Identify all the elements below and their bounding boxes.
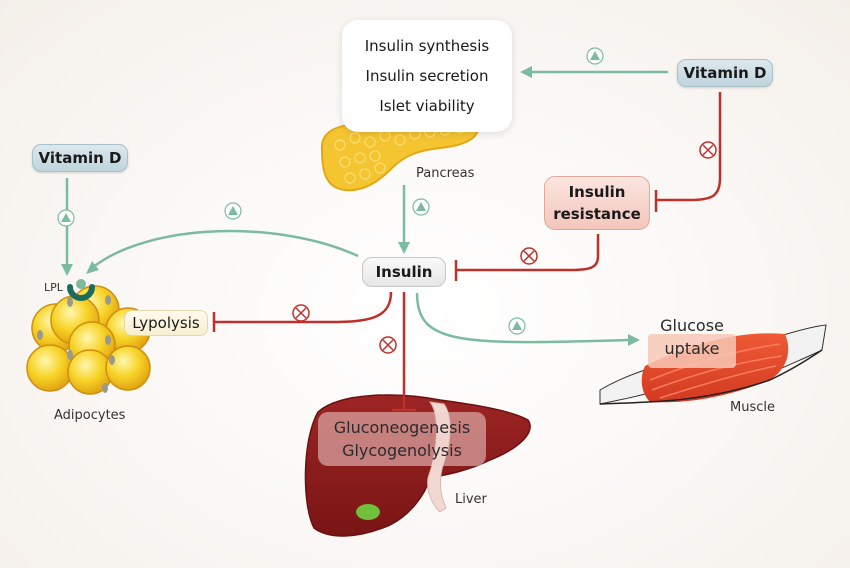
pancreas-label: Pancreas <box>416 166 475 181</box>
arrowheads <box>61 66 640 346</box>
edge-resistance-to-insulin <box>456 234 600 272</box>
vitamin-d-left-node: Vitamin D <box>32 144 128 172</box>
liver-effects-box: Gluconeogenesis Glycogenolysis <box>318 412 486 466</box>
up-triangle-icon <box>412 198 430 216</box>
up-triangle-icon <box>224 202 242 220</box>
vitamin-d-top-node: Vitamin D <box>677 59 773 87</box>
lypolysis-node: Lypolysis <box>124 310 208 336</box>
edge-insulin-to-lypolysis <box>214 291 393 324</box>
lpl-label: LPL <box>44 281 63 294</box>
stimulate-connectors <box>65 70 668 344</box>
effect-glycogenolysis: Glycogenolysis <box>342 441 462 460</box>
adipocytes-illustration <box>26 285 151 395</box>
edge-insulin-to-glucose-uptake <box>415 292 631 344</box>
muscle-illustration <box>599 324 827 405</box>
up-triangle-icon <box>508 317 526 335</box>
circled-x-icon <box>699 141 717 159</box>
pancreas-effects-box: Insulin synthesis Insulin secretion Isle… <box>342 20 512 132</box>
effect-insulin-synthesis: Insulin synthesis <box>364 37 490 55</box>
insulin-node: Insulin <box>362 257 446 287</box>
inhibit-icons <box>292 141 717 354</box>
insulin-resistance-node: Insulin resistance <box>544 176 650 230</box>
adipocytes-label: Adipocytes <box>54 408 126 423</box>
effect-islet-viability: Islet viability <box>379 97 475 115</box>
up-triangle-icon <box>57 209 75 227</box>
effect-gluconeogenesis: Gluconeogenesis <box>333 418 471 437</box>
up-triangle-icon <box>586 47 604 65</box>
circled-x-icon <box>292 304 310 322</box>
circled-x-icon <box>379 336 397 354</box>
circled-x-icon <box>520 247 538 265</box>
effect-insulin-secretion: Insulin secretion <box>365 67 489 85</box>
edge-insulin-to-lpl <box>91 229 359 269</box>
edge-vitd-to-insulin-resistance <box>656 92 722 202</box>
glucose-uptake-label: Glucose uptake <box>660 316 724 358</box>
liver-label: Liver <box>455 492 487 507</box>
stimulate-icons <box>57 47 604 335</box>
muscle-label: Muscle <box>730 400 775 415</box>
inhibit-connectors <box>212 92 722 412</box>
lpl-receptor-icon <box>67 279 95 301</box>
